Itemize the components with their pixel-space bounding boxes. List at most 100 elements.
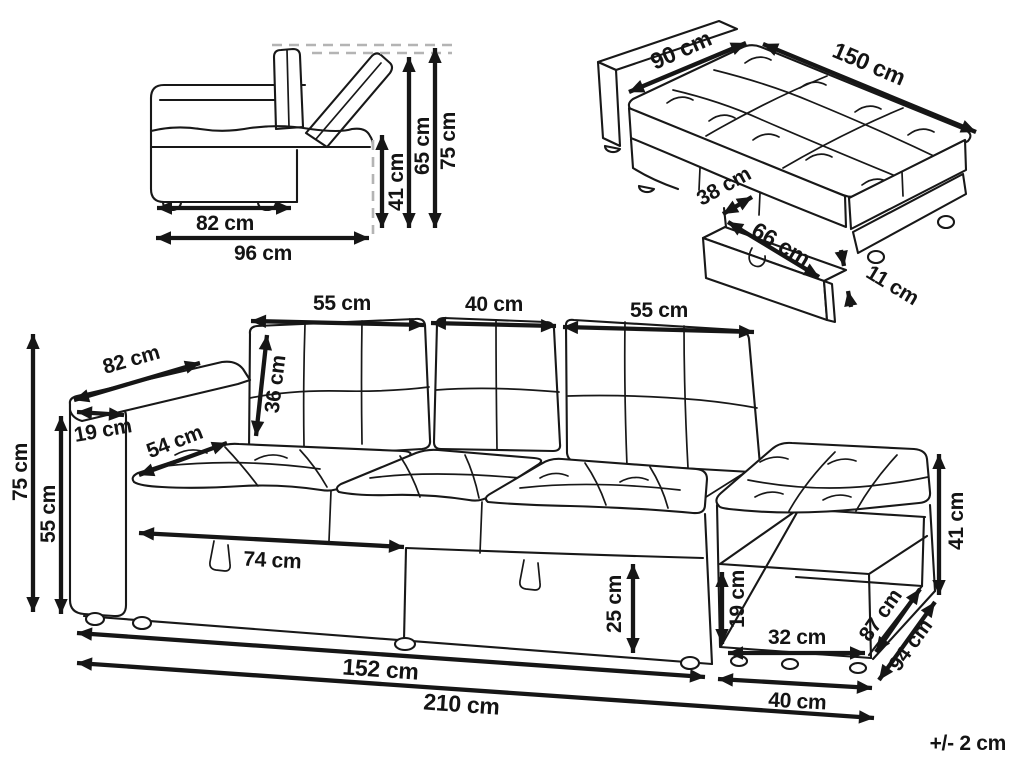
foot [131,615,153,631]
drawer-left-edge [402,547,408,642]
shelf-back-right-edge [920,515,926,588]
dimension-arrow [73,360,201,403]
foot [848,661,868,675]
dimension-arrow [76,406,125,421]
tuft-bump [759,456,789,463]
dim-label-storage-width: 74 cm [243,548,302,574]
dim-label-armrest-length: 82 cm [100,341,162,379]
dimension-arrow [726,220,821,279]
cushion-seam [855,454,898,512]
foot [936,214,956,230]
bed-view: 90 cm 150 cm 38 cm 66 cm 11 cm [596,19,977,324]
dim-label-total-height: 75 cm [437,112,460,170]
panel-seam [328,490,332,542]
dimension-arrow [844,290,858,308]
dimension-arrow [834,249,848,267]
cushion-seam [683,325,689,469]
dim-label-total-height: 75 cm [9,443,32,501]
mattress-front-face [627,106,848,229]
cushion-seam [302,323,306,447]
dim-label-shelf-height: 19 cm [726,570,749,628]
dimension-arrow [138,527,405,553]
dimension-arrow [628,41,747,94]
cushion-seam [399,455,421,498]
dim-label-total-length: 210 cm [423,688,501,719]
dim-label-seat-height: 41 cm [385,153,408,211]
tuft-bump [539,472,569,479]
dim-label-ottoman-height: 41 cm [945,492,968,550]
seat-cushion [484,457,709,515]
cushion-seam [788,451,836,512]
tuft-bump [752,133,780,141]
dim-label-shelf-width: 32 cm [768,626,826,649]
cushion-seam [519,483,681,491]
dimension-arrow [76,657,875,724]
dim-label-ottoman-width: 40 cm [768,689,827,715]
side-view: 82 cm 96 cm 41 cm 65 cm 75 cm [149,43,460,265]
dimension-arrow [721,195,754,216]
cushion-seam [584,462,607,506]
mattress-side-seam [698,167,701,191]
sofa-right-edge [703,512,714,666]
foot [729,654,749,668]
pull-handle [209,540,231,572]
dimension-arrow [562,320,755,339]
shelf-depth-line [718,508,799,566]
headboard-side-face [596,60,622,148]
shelf-depth-line [867,534,929,576]
tuft-bump [805,153,833,161]
ottoman-right-edge [928,503,937,593]
dimension-arrow [430,316,557,333]
drawer-end-cap [822,279,837,324]
cushion-seam [495,319,498,451]
ottoman-left-edge [715,503,722,648]
tuft-bump [754,491,784,498]
panel-seam [479,501,483,554]
dim-label-drawer-height: 11 cm [862,261,923,310]
shelf-floor-back [794,575,924,588]
dim-label-seat-width: 82 cm [196,212,254,235]
dim-label-arm-height: 55 cm [37,485,60,543]
mattress-side-seam [758,192,761,216]
backrest-tilted-fold [315,62,382,140]
dim-label-back-middle: 40 cm [465,293,523,316]
dimension-arrow [250,314,425,332]
bed-frame-left [629,137,680,191]
seat-profile [149,125,375,149]
backrest-upright-fold [286,49,290,128]
pull-handle [519,559,541,591]
dim-label-back-right: 55 cm [630,299,688,322]
cushion-seam [369,473,521,479]
dim-label-backrest-height: 65 cm [411,117,434,175]
tolerance-note: +/- 2 cm [930,732,1006,755]
tuft-bump [254,454,288,461]
dim-label-front-height: 25 cm [603,575,626,633]
foot [603,144,622,154]
dim-label-back-left: 55 cm [313,292,371,315]
dimension-arrow [138,440,228,478]
foot [393,636,417,652]
foot [637,184,656,194]
tuft-bump [827,458,857,465]
cushion-seam [249,386,430,399]
cushion-seam [435,387,560,393]
foot [84,611,106,627]
foot [780,657,800,671]
tuft-bump [619,476,649,483]
dimension-arrow [717,673,873,694]
shelf-opening-top [718,562,871,576]
mattress-side-seam [901,171,904,197]
dimension-arrow [250,334,273,437]
cushion-seam [360,320,363,445]
foot [679,655,701,671]
sofa-view: 55 cm 40 cm 55 cm 82 cm 19 cm 36 cm 54 c… [9,292,968,724]
foot [866,249,886,265]
cushion-seam [224,446,259,487]
ottoman-cushion-top [715,441,932,514]
dimension-arrow [762,42,977,134]
tuft-bump [708,114,736,122]
bed-base-face [851,172,968,255]
dim-label-seat-length: 152 cm [342,653,420,684]
